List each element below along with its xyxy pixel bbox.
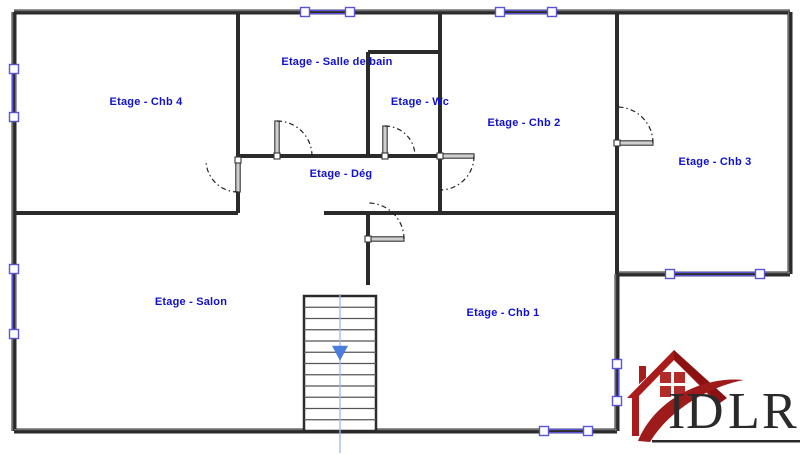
swoosh-icon (638, 379, 744, 442)
door-leaf (235, 159, 241, 193)
door-hinge (436, 152, 444, 160)
door-swing-arc (616, 106, 654, 144)
door-swing-arc (276, 120, 313, 157)
door-hinge (273, 152, 281, 160)
door-leaf (367, 236, 405, 242)
door-leaf (274, 120, 280, 157)
roof-window-icon (660, 372, 685, 397)
window-chb1-bottom (538, 425, 594, 437)
house-roof-icon (627, 350, 727, 436)
window-mullion (546, 6, 558, 18)
keyhole-icon (698, 397, 712, 423)
door-swing-arc (367, 202, 405, 240)
window-mullion (611, 395, 623, 407)
door-chb3 (613, 106, 654, 147)
windows (8, 6, 766, 437)
window-top-left (299, 6, 356, 18)
window-mullion (494, 6, 506, 18)
svg-text:L: L (728, 383, 760, 440)
door-leaf (616, 140, 654, 146)
brand-lettering: I D L R (668, 383, 797, 440)
door-chb2 (436, 152, 475, 191)
window-mullion (8, 263, 20, 275)
door-salle-de-bain (273, 120, 313, 160)
svg-text:R: R (762, 383, 797, 440)
idlr-logo-graphic: I D L R (627, 350, 800, 443)
staircase (302, 294, 378, 453)
window-chb3-bottom (664, 268, 766, 280)
door-swing-arc (384, 125, 416, 157)
door-swing-arc (205, 159, 239, 193)
doors (205, 106, 654, 243)
window-left-lower (8, 263, 20, 340)
door-hinge (381, 152, 389, 160)
door-swing-arc (439, 155, 475, 191)
door-chb4 (205, 156, 242, 193)
window-mullion (8, 328, 20, 340)
door-leaf (439, 153, 475, 159)
window-mullion (8, 111, 20, 123)
window-mullion (8, 63, 20, 75)
door-leaf (382, 125, 388, 157)
stair-direction-arrow (332, 345, 348, 361)
window-mullion (344, 6, 356, 18)
idlr-logo: I D L R (612, 336, 800, 448)
window-mullion (299, 6, 311, 18)
door-hinge (364, 235, 372, 243)
interior-walls (14, 12, 619, 285)
svg-text:I: I (668, 383, 685, 440)
window-mullion (754, 268, 766, 280)
window-chb1-right (611, 358, 623, 407)
window-mullion (538, 425, 550, 437)
door-chb1 (364, 202, 405, 243)
window-mullion (582, 425, 594, 437)
door-wc (381, 125, 416, 160)
window-top-right (494, 6, 558, 18)
window-mullion (664, 268, 676, 280)
door-hinge (234, 156, 242, 164)
door-hinge (613, 139, 621, 147)
window-left-upper (8, 63, 20, 123)
window-mullion (611, 358, 623, 370)
logo-underline (652, 440, 800, 443)
